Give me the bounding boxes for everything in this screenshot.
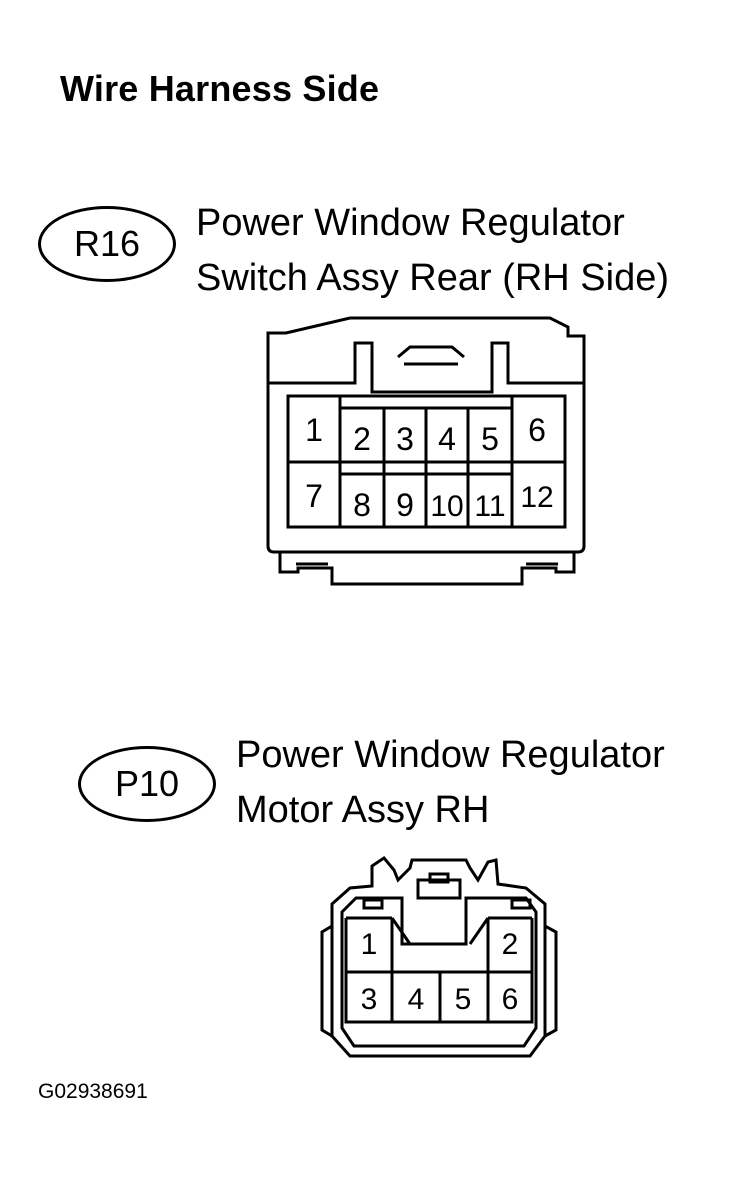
pin-label: 10 [430,490,463,523]
p10-housing-outline [330,856,547,1058]
pin-label: 7 [305,478,323,514]
p10-side-rib-left [320,924,333,1038]
pin-label: 4 [438,421,456,457]
connector-p10-diagram [320,856,558,1058]
pin-label: 1 [305,412,323,448]
p10-pin-mark [362,898,384,910]
r16-housing-outline [266,316,586,554]
connector-code-r16: R16 [73,223,141,264]
diagram-id: G02938691 [38,1080,148,1103]
connector-name-line-1: Power Window Regulator [236,734,665,776]
connector-name-r16: Power Window Regulator Switch Assy Rear … [196,196,669,306]
connector-code-p10: P10 [114,763,180,804]
pin-label: 5 [481,421,499,457]
r16-lock-recess [268,341,584,394]
p10-keyway [390,917,490,945]
pin-label: 1 [361,928,378,961]
pin-label: 5 [455,983,472,1016]
page-title: Wire Harness Side [60,68,380,109]
pin-label: 9 [396,487,414,523]
connector-name-p10: Power Window Regulator Motor Assy RH [236,728,665,838]
connector-code-badge-r16: R16 [38,206,176,282]
p10-side-rib-right [544,924,558,1038]
connector-r16-diagram [266,316,586,586]
r16-bottom-skirt [278,552,576,586]
p10-inner-frame [340,896,538,1048]
r16-lock-tab [397,345,465,359]
pin-label: 2 [502,928,519,961]
p10-pin-mark [510,898,532,910]
p10-lock-tab [428,872,450,884]
p10-lock-window [416,878,462,900]
pin-label: 11 [474,490,505,523]
connector-name-line-2: Motor Assy RH [236,789,490,831]
connector-name-line-2: Switch Assy Rear (RH Side) [196,257,670,299]
pin-label: 12 [520,481,553,514]
pin-label: 3 [396,421,414,457]
connector-r16-pins: 1 2 3 4 5 6 7 8 9 10 11 12 [305,412,554,523]
pin-label: 6 [528,412,546,448]
pin-label: 4 [408,983,425,1016]
connector-code-badge-p10: P10 [78,746,216,822]
connector-name-line-1: Power Window Regulator [196,202,625,244]
pin-label: 6 [502,983,519,1016]
connector-p10-pins: 1 2 3 4 5 6 [361,928,519,1016]
pin-label: 8 [353,487,371,523]
pin-label: 2 [353,421,371,457]
pin-label: 3 [361,983,378,1016]
